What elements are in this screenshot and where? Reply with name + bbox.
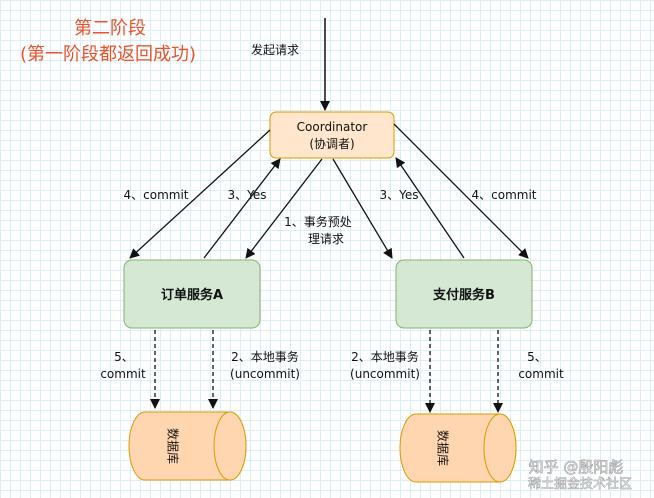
label-preprocess-line2: 理请求 <box>308 232 344 246</box>
phase-title: 第二阶段 <box>74 18 146 39</box>
coordinator-box <box>269 111 395 159</box>
service-a-label: 订单服务A <box>161 287 223 303</box>
preprocess-arrow-a <box>245 158 323 259</box>
label-commit-a: 4、commit <box>124 188 189 202</box>
watermark-zhihu: 知乎 @殷阳彪 <box>529 458 624 476</box>
preprocess-arrow-b <box>332 158 393 259</box>
label-local-tx-a-line2: (uncommit) <box>230 367 300 381</box>
phase-subtitle: (第一阶段都返回成功) <box>20 44 196 65</box>
label-local-tx-b-line1: 2、本地事务 <box>351 349 419 364</box>
service-b-box <box>395 259 533 329</box>
database-b-label: 数据库 <box>436 430 451 466</box>
label-local-tx-a-line1: 2、本地事务 <box>231 349 299 364</box>
database-b: 数据库 <box>399 413 517 483</box>
label-preprocess-line1: 1、事务预处 <box>284 214 352 229</box>
label-yes-a: 3、Yes <box>227 188 266 202</box>
label-local-tx-b-line2: (uncommit) <box>350 367 420 381</box>
label-commit-db-b-line1: 5、 <box>527 350 547 364</box>
yes-arrow-b <box>395 157 465 259</box>
coordinator-subtitle: (协调者) <box>309 136 354 151</box>
service-a-box <box>123 259 261 329</box>
label-commit-b: 4、commit <box>472 188 537 202</box>
label-yes-b: 3、Yes <box>379 188 418 202</box>
yes-arrow-a <box>203 158 281 259</box>
label-commit-db-a-line2: commit <box>100 367 146 381</box>
label-commit-db-a-line1: 5、 <box>114 350 134 364</box>
request-label: 发起请求 <box>251 42 299 57</box>
database-a-label: 数据库 <box>166 428 181 464</box>
commit-arrow-b <box>393 123 529 259</box>
service-b-label: 支付服务B <box>432 287 495 303</box>
database-a: 数据库 <box>128 411 247 481</box>
coordinator-title: Coordinator <box>297 120 368 134</box>
label-commit-db-b-line2: commit <box>518 367 564 381</box>
commit-arrow-a <box>129 129 271 259</box>
watermark-juejin: 稀土掘金技术社区 <box>528 476 632 492</box>
